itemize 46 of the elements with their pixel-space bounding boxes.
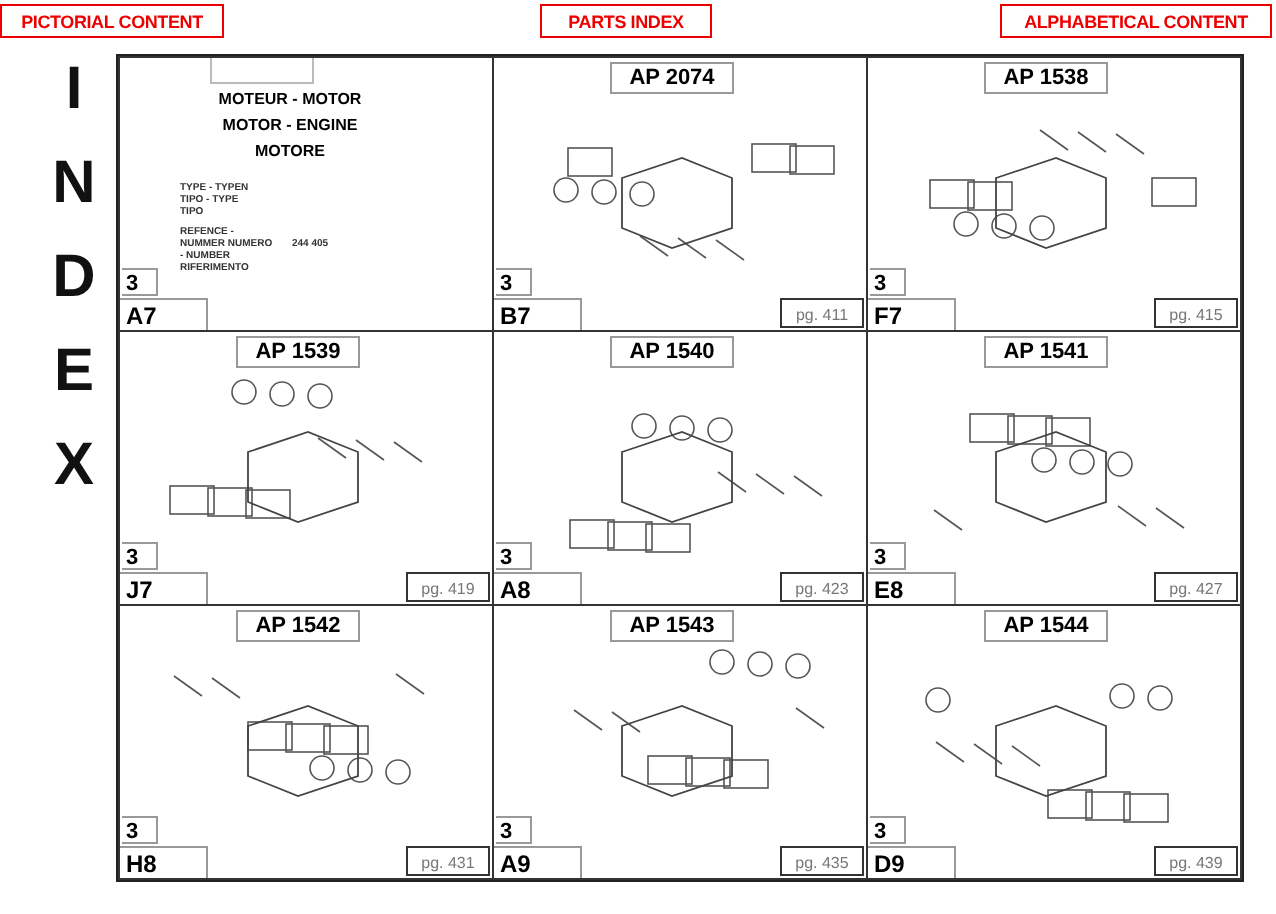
nav-tab: PARTS INDEX [540, 4, 712, 38]
plate-code: AP 1541 [984, 336, 1108, 368]
page-number: pg. 415 [1154, 298, 1238, 328]
nav-tab: PICTORIAL CONTENT [0, 4, 224, 38]
plate-code: AP 1538 [984, 62, 1108, 94]
page-number: pg. 439 [1154, 846, 1238, 876]
catalog-panel [118, 56, 494, 332]
catalog-panel [866, 56, 1242, 332]
engine-title: MOTEUR - MOTOR MOTOR - ENGINE MOTORE [216, 88, 364, 164]
nav-tab: ALPHABETICAL CONTENT [1000, 4, 1272, 38]
catalog-panel [492, 56, 868, 332]
grid-reference: A9 [494, 846, 582, 878]
section-number: 3 [870, 268, 906, 296]
catalog-panel [492, 330, 868, 606]
section-number: 3 [122, 268, 158, 296]
index-letter: N [52, 150, 96, 218]
section-number: 3 [122, 542, 158, 570]
page-number: pg. 435 [780, 846, 864, 876]
catalog-panel [492, 604, 868, 880]
page-number: pg. 431 [406, 846, 490, 876]
section-number: 3 [122, 816, 158, 844]
catalog-panel [866, 604, 1242, 880]
section-number: 3 [870, 542, 906, 570]
index-letter: E [52, 338, 96, 406]
plate-code: AP 2074 [610, 62, 734, 94]
plate-code: AP 1543 [610, 610, 734, 642]
grid-reference: D9 [868, 846, 956, 878]
page-number: pg. 411 [780, 298, 864, 328]
index-letter: D [52, 244, 96, 312]
section-number: 3 [496, 816, 532, 844]
plate-code: AP 1544 [984, 610, 1108, 642]
plate-code: AP 1542 [236, 610, 360, 642]
catalog-panel [118, 604, 494, 880]
page-number: pg. 419 [406, 572, 490, 602]
section-number: 3 [870, 816, 906, 844]
section-number: 3 [496, 268, 532, 296]
page-number: pg. 427 [1154, 572, 1238, 602]
page-number: pg. 423 [780, 572, 864, 602]
catalog-panel [118, 330, 494, 606]
grid-reference: H8 [120, 846, 208, 878]
plate-code: AP 1540 [610, 336, 734, 368]
catalog-panel [866, 330, 1242, 606]
section-number: 3 [496, 542, 532, 570]
index-letter: I [63, 56, 85, 124]
index-letter: X [52, 432, 96, 500]
plate-code: AP 1539 [236, 336, 360, 368]
